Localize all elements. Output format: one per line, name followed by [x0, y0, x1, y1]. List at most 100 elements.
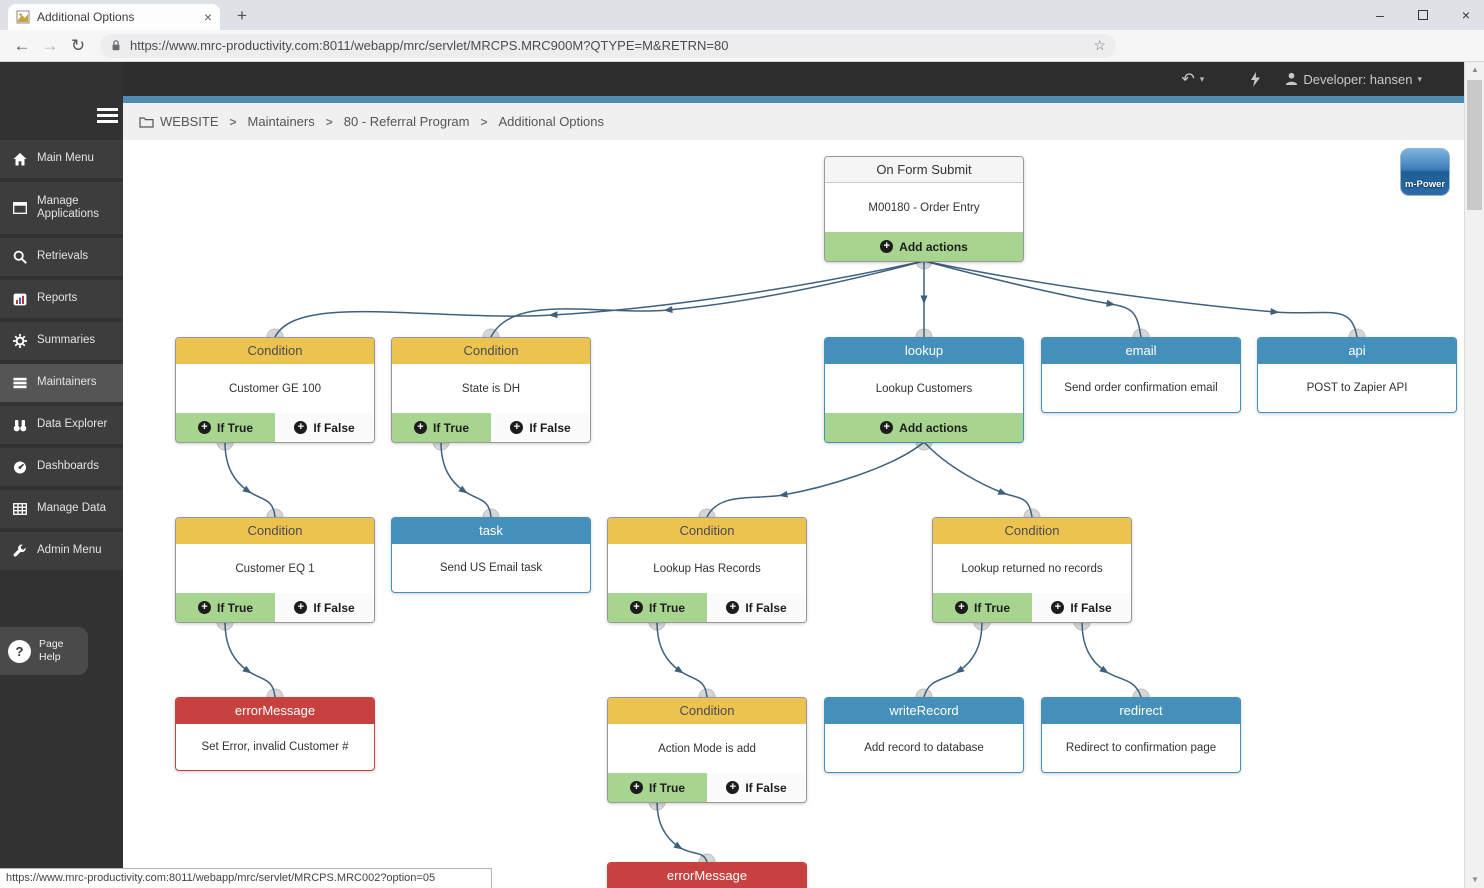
if-true-button[interactable]: +If True — [608, 593, 707, 622]
sidebar-item-maintainers[interactable]: Maintainers — [0, 364, 123, 402]
if-true-button[interactable]: +If True — [176, 413, 275, 442]
node-redirect[interactable]: redirect Redirect to confirmation page — [1041, 697, 1241, 773]
add-icon: + — [880, 240, 894, 253]
node-title: redirect — [1042, 698, 1240, 724]
status-link-preview: https://www.mrc-productivity.com:8011/we… — [0, 868, 492, 888]
node-lookup[interactable]: lookup Lookup Customers +Add actions — [824, 337, 1024, 443]
node-error-message-2[interactable]: errorMessage — [607, 862, 807, 888]
node-task[interactable]: task Send US Email task — [391, 517, 591, 593]
bookmark-star-icon[interactable]: ☆ — [1093, 37, 1106, 53]
applications-icon — [12, 202, 27, 214]
node-title: Condition — [608, 698, 806, 724]
node-condition-lookup-has-records[interactable]: Condition Lookup Has Records +If True +I… — [607, 517, 807, 623]
node-description: Redirect to confirmation page — [1065, 742, 1217, 754]
node-condition-customer-eq-1[interactable]: Condition Customer EQ 1 +If True +If Fal… — [175, 517, 375, 623]
forward-icon[interactable]: → — [41, 35, 59, 55]
add-icon: + — [726, 601, 740, 614]
sidebar-item-main-menu[interactable]: Main Menu — [0, 140, 123, 178]
sidebar-item-manage-applications[interactable]: Manage Applications — [0, 182, 123, 234]
question-icon: ? — [8, 639, 31, 663]
close-window-icon[interactable]: × — [1461, 7, 1471, 23]
breadcrumb-item-current: Additional Options — [498, 114, 604, 129]
binoculars-icon — [12, 419, 27, 432]
node-condition-lookup-returned-no-records[interactable]: Condition Lookup returned no records +If… — [932, 517, 1132, 623]
hamburger-menu-icon[interactable] — [97, 108, 118, 126]
quick-actions-button[interactable] — [1250, 71, 1261, 87]
page-help-label: Page Help — [39, 637, 64, 663]
node-email[interactable]: email Send order confirmation email — [1041, 337, 1241, 413]
chevron-right-icon: > — [229, 114, 237, 129]
sidebar-item-retrievals[interactable]: Retrievals — [0, 238, 123, 276]
url-bar[interactable]: https://www.mrc-productivity.com:8011/we… — [100, 33, 1116, 58]
node-title: email — [1042, 338, 1240, 364]
if-false-button[interactable]: +If False — [1032, 593, 1131, 622]
node-description: Lookup returned no records — [961, 562, 1103, 575]
if-true-button[interactable]: +If True — [392, 413, 491, 442]
add-icon: + — [510, 421, 524, 434]
list-icon — [12, 377, 27, 389]
breadcrumb-item-maintainers[interactable]: Maintainers — [247, 114, 315, 129]
back-icon[interactable]: ← — [13, 35, 31, 55]
page-help-button[interactable]: ? Page Help — [0, 627, 88, 675]
vertical-scrollbar[interactable]: ▲ ▼ — [1464, 62, 1484, 888]
lightning-icon — [1251, 71, 1261, 87]
node-title: errorMessage — [608, 863, 806, 888]
node-description: Send order confirmation email — [1064, 382, 1218, 394]
node-condition-action-mode-is-add[interactable]: Condition Action Mode is add +If True +I… — [607, 697, 807, 803]
if-false-button[interactable]: +If False — [707, 593, 806, 622]
chevron-down-icon: ▾ — [1417, 73, 1422, 84]
if-false-button[interactable]: +If False — [275, 413, 374, 442]
if-true-button[interactable]: +If True — [176, 593, 275, 622]
node-api[interactable]: api POST to Zapier API — [1257, 337, 1457, 413]
add-actions-button[interactable]: +Add actions — [825, 413, 1023, 442]
user-icon — [1286, 72, 1298, 86]
scroll-down-icon[interactable]: ▼ — [1471, 875, 1479, 884]
breadcrumb-item-website[interactable]: WEBSITE — [160, 114, 219, 129]
if-true-button[interactable]: +If True — [933, 593, 1032, 622]
node-description: Customer GE 100 — [228, 382, 322, 395]
home-icon — [12, 152, 27, 166]
node-title: Condition — [176, 518, 374, 544]
node-title: task — [392, 518, 590, 544]
new-tab-button[interactable]: + — [237, 6, 247, 25]
sidebar-item-reports[interactable]: Reports — [0, 280, 123, 318]
sidebar-item-summaries[interactable]: Summaries — [0, 322, 123, 360]
node-write-record[interactable]: writeRecord Add record to database — [824, 697, 1024, 773]
node-on-form-submit[interactable]: On Form Submit M00180 - Order Entry +Add… — [824, 156, 1024, 262]
wrench-icon — [12, 544, 27, 558]
sidebar-item-data-explorer[interactable]: Data Explorer — [0, 406, 123, 444]
node-condition-state-is-dh[interactable]: Condition State is DH +If True +If False — [391, 337, 591, 443]
browser-tab[interactable]: Additional Options × — [8, 4, 220, 30]
sidebar-item-manage-data[interactable]: Manage Data — [0, 490, 123, 528]
breadcrumb-item-app[interactable]: 80 - Referral Program — [343, 114, 470, 129]
close-tab-icon[interactable]: × — [203, 9, 212, 25]
if-false-button[interactable]: +If False — [491, 413, 590, 442]
url-text[interactable]: https://www.mrc-productivity.com:8011/we… — [130, 38, 729, 53]
node-title: api — [1258, 338, 1456, 364]
sidebar-item-dashboards[interactable]: Dashboards — [0, 448, 123, 486]
node-error-message[interactable]: errorMessage Set Error, invalid Customer… — [175, 697, 375, 771]
if-false-button[interactable]: +If False — [275, 593, 374, 622]
undo-icon[interactable]: ↶ — [1181, 71, 1195, 88]
sidebar-item-admin-menu[interactable]: Admin Menu — [0, 532, 123, 570]
search-icon — [12, 250, 27, 264]
scrollbar-thumb[interactable] — [1467, 80, 1482, 210]
tab-strip: Additional Options × + – × — [0, 0, 1484, 30]
add-actions-button[interactable]: +Add actions — [825, 232, 1023, 261]
add-icon: + — [294, 421, 308, 434]
add-icon: + — [1051, 601, 1065, 614]
restore-icon[interactable] — [1418, 10, 1428, 20]
gauge-icon — [12, 461, 27, 474]
if-true-button[interactable]: +If True — [608, 773, 707, 802]
reload-icon[interactable]: ↻ — [70, 35, 86, 55]
undo-menu[interactable]: ↶ ▾ — [1181, 69, 1204, 89]
node-title: Condition — [933, 518, 1131, 544]
minimize-icon[interactable]: – — [1376, 7, 1384, 23]
user-menu[interactable]: Developer: hansen ▾ — [1285, 72, 1422, 87]
node-condition-customer-ge-100[interactable]: Condition Customer GE 100 +If True +If F… — [175, 337, 375, 443]
if-false-button[interactable]: +If False — [707, 773, 806, 802]
scroll-up-icon[interactable]: ▲ — [1471, 65, 1479, 74]
node-title: Condition — [392, 338, 590, 364]
add-icon: + — [294, 601, 308, 614]
